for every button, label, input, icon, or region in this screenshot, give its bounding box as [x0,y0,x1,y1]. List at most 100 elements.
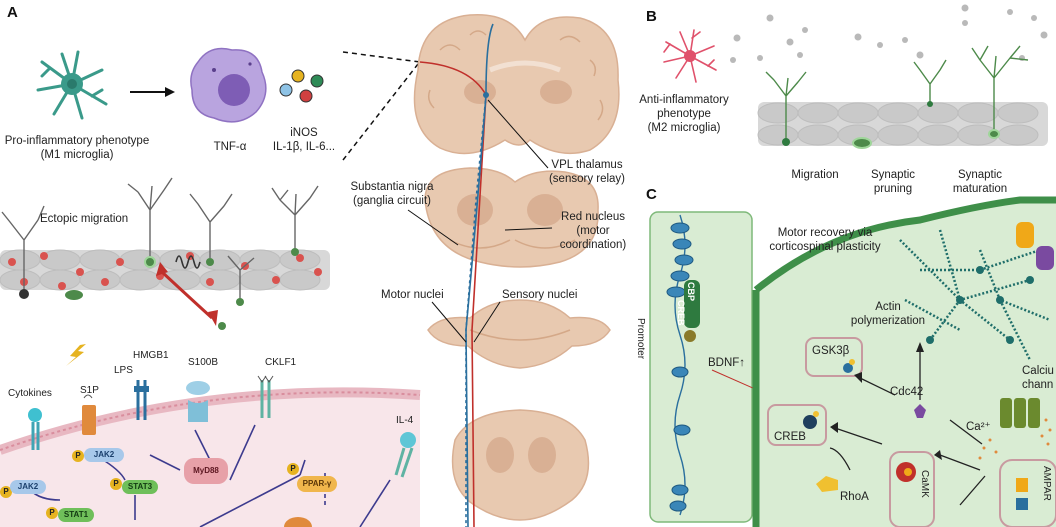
m2-label: Anti-inflammatory phenotype (M2 microgli… [624,93,744,135]
neuron-body-icons-a [19,248,299,330]
migration-arrow-icon [156,262,218,326]
s100b-receptor-icon [186,381,210,422]
phospho-node-2: P [110,478,122,490]
calcium-channel-icon [1000,398,1040,428]
phospho-node-5: P [287,463,299,475]
ectopic-migration-label: Ectopic migration [40,213,129,225]
inos-label: iNOS IL-1β, IL-6... [264,126,344,154]
substantia-nigra-label: Substantia nigra (ganglia circuit) [342,180,442,208]
ppar-node: PPAR-γ [297,476,337,492]
il4-label: IL-4 [396,415,414,426]
cklf1-receptor-icon [257,375,274,418]
motor-nuclei-label: Motor nuclei [381,289,444,301]
brain-callout-lines [407,99,553,343]
stat3-node: STAT3 [122,480,158,494]
creb-box [767,404,827,446]
membrane-channel-top-icon [1016,222,1054,270]
promoter-label: Promoter [635,318,646,360]
phospho-site-icon [684,330,696,342]
rhoa-label: RhoA [840,491,869,503]
actin-polymerization-label: Actin polymerization [838,300,938,328]
cdc42-label: Cdc42 [890,386,924,398]
actin-node-icons [926,266,1034,344]
red-nucleus-line1: Red nucleus [561,211,625,223]
medulla-section-icon [451,409,590,521]
ampar-icon [999,459,1056,527]
red-nucleus-label: Red nucleus (motor coordination) [548,210,638,252]
calcium-channel-line1: Calciu [1022,365,1054,377]
camk-label: CaMK [919,470,930,498]
vpl-thalamus-line1: VPL thalamus [551,159,623,171]
creb-label: CREB [774,431,806,443]
myelin-strip-b [757,102,1048,146]
m1-microglia-icon [36,50,108,120]
synaptic-maturation-line1: Synaptic [957,169,1003,181]
arrow-icon [130,87,175,97]
lps-receptor-icon [134,380,149,420]
migrating-cell-icon [175,255,201,269]
s1p-label: S1P [80,385,99,396]
calcium-channel-line2: chann [1022,379,1054,391]
cdc42-icon [914,404,926,418]
m2-microglia-icon [663,29,717,83]
phospho-node-3: P [0,486,12,498]
lightning-icon [66,344,86,366]
hmgb1-label: HMGB1 [133,350,169,361]
m2-label-line3: (M2 microglia) [647,122,721,134]
s100b-label: S100B [188,357,219,368]
phospho-node: P [72,450,84,462]
neuron-body-icons-b [782,101,1000,149]
synaptic-pruning-line1: Synaptic [870,169,916,181]
s1p-receptor-icon [82,394,96,435]
sensory-nuclei-label: Sensory nuclei [502,289,578,301]
cerebrum-section-icon [413,13,620,155]
migration-label: Migration [791,169,839,181]
jak2-node-a: JAK2 [84,448,124,462]
panel-letter-c: C [646,186,657,203]
gsk3b-label: GSK3β [812,345,850,357]
inos-label-line2: IL-1β, IL-6... [272,141,336,153]
panel-c-arrows [829,350,986,506]
m1-label-line2: (M1 microglia) [40,149,114,161]
synaptic-maturation-label: Synaptic maturation [940,168,1020,196]
phospho-node-4: P [46,507,58,519]
cytokine-receptor-icon [28,408,42,450]
calcium-ion-label: Ca²⁺ [966,421,991,433]
motor-recovery-line2: corticospinal plasticity [769,241,881,253]
neuron-icons-a [1,177,319,300]
vpl-thalamus-label: VPL thalamus (sensory relay) [542,158,632,186]
panel-letter-a: A [7,4,18,21]
red-nucleus-line2: (motor [576,225,610,237]
m2-label-line2: phenotype [657,108,711,120]
rhoa-icon [816,476,838,492]
m2-label-line1: Anti-inflammatory [639,94,729,106]
neuron-membrane-icon [756,200,1056,527]
m1-label-line1: Pro-inflammatory phenotype [4,135,150,147]
substantia-nigra-line1: Substantia nigra [350,181,434,193]
cytokine-dots-icon [279,69,324,103]
cytokines-label: Cytokines [8,388,52,399]
inos-label-line1: iNOS [290,127,318,139]
motor-recovery-line1: Motor recovery via [777,227,873,239]
dna-icon [666,214,694,516]
panel-letter-b: B [646,8,657,25]
lps-label: LPS [114,365,133,376]
tract-lines-icon [419,23,494,527]
vpl-thalamus-line2: (sensory relay) [548,173,626,185]
neuron-icons-b [765,45,1029,140]
bdnf-label: BDNF↑ [708,357,746,369]
motor-recovery-label: Motor recovery via corticospinal plastic… [740,226,910,254]
myd88-node: MyD88 [184,458,228,484]
jak2-node-b: JAK2 [10,480,46,494]
tnf-label: TNF-α [213,141,247,153]
synaptic-pruning-line2: pruning [873,183,913,195]
calcium-ion-dots [978,418,1052,460]
tnf-cell-icon [190,47,267,123]
synaptic-maturation-line2: maturation [952,183,1008,195]
substantia-nigra-line2: (ganglia circuit) [353,195,431,207]
creb-vertical-label: CREB [676,300,686,326]
